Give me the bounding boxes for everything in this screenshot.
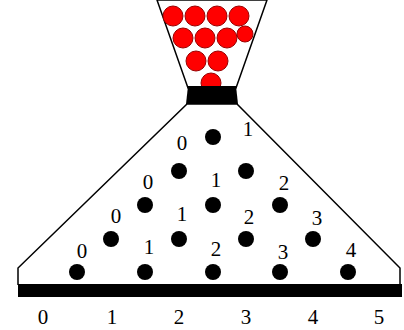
peg-label: 2 xyxy=(244,207,255,228)
peg-label: 1 xyxy=(144,237,155,258)
funnel-neck xyxy=(186,86,238,104)
base-bar xyxy=(18,284,402,297)
peg-label: 1 xyxy=(211,170,222,191)
bin-number: 0 xyxy=(38,307,49,328)
peg-label: 2 xyxy=(211,239,222,260)
bin-number: 3 xyxy=(241,307,252,328)
peg-label: 3 xyxy=(278,242,289,263)
board-outline xyxy=(18,104,400,285)
bin-number: 4 xyxy=(308,307,319,328)
peg-label: 3 xyxy=(312,208,323,229)
peg-label: 0 xyxy=(77,241,88,262)
pegs xyxy=(69,129,356,280)
bin-number: 1 xyxy=(107,307,118,328)
peg-label: 0 xyxy=(111,206,122,227)
neck-inner xyxy=(194,92,230,100)
peg-label: 0 xyxy=(177,133,188,154)
peg-label: 1 xyxy=(177,204,188,225)
peg-label: 0 xyxy=(143,172,154,193)
peg-label: 1 xyxy=(243,119,254,140)
peg-label: 4 xyxy=(346,240,357,261)
peg-label: 2 xyxy=(279,173,290,194)
bin-number: 5 xyxy=(374,307,385,328)
bin-number: 2 xyxy=(174,307,185,328)
balls xyxy=(163,6,253,93)
